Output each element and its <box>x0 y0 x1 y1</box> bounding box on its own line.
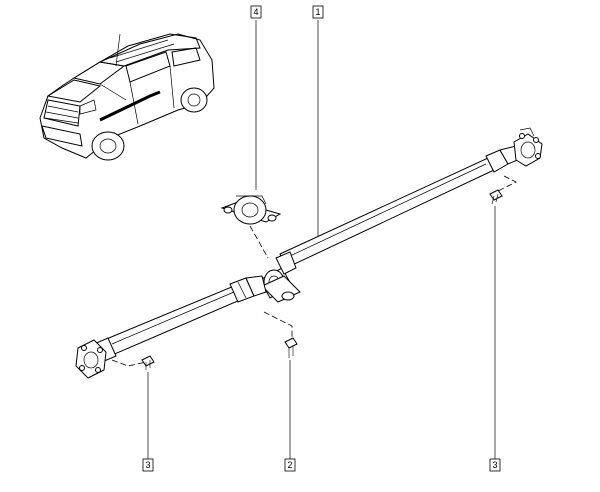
nut-item-2 <box>284 337 298 358</box>
callout-3b: 3 <box>489 458 501 472</box>
drive-shaft <box>75 127 543 379</box>
callout-2: 2 <box>284 458 296 472</box>
callout-2-label: 2 <box>287 460 292 470</box>
callout-3b-label: 3 <box>492 460 497 470</box>
leader-lines <box>147 20 496 460</box>
centre-bearing-support <box>220 195 282 225</box>
bolt-item-3-left <box>141 355 155 370</box>
callout-1: 1 <box>312 5 324 19</box>
callout-3a: 3 <box>142 458 154 472</box>
assembly-guide-lines <box>111 175 517 367</box>
callout-1-label: 1 <box>315 7 320 17</box>
vehicle-location-thumbnail <box>39 33 215 161</box>
bolt-item-3-right <box>489 189 503 205</box>
callout-4: 4 <box>250 5 262 19</box>
callout-4-label: 4 <box>253 7 258 17</box>
callout-3a-label: 3 <box>145 460 150 470</box>
